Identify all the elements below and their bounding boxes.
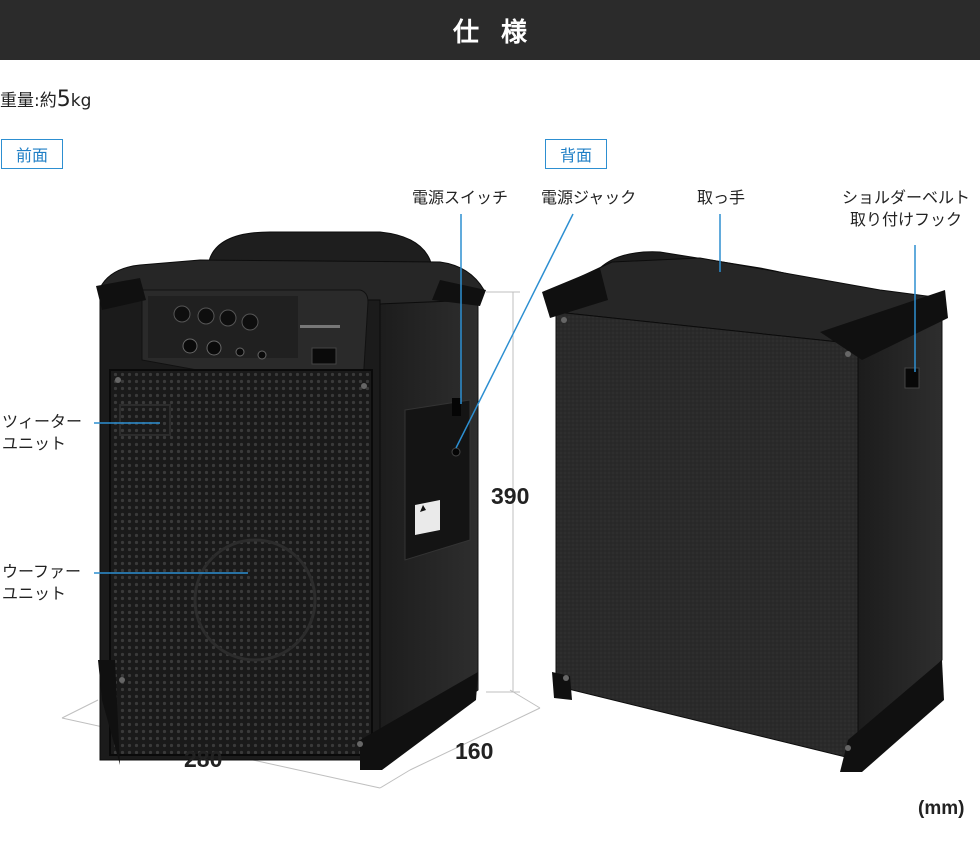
handle-label: 取っ手 — [697, 188, 746, 207]
depth-dimension: 160 — [455, 738, 494, 764]
strap-hook-label-line2: 取り付けフック — [849, 210, 962, 229]
leader-lines — [94, 213, 916, 574]
strap-hook-label-line1: ショルダーベルト — [841, 188, 970, 207]
woofer-label-line2: ユニット — [2, 584, 67, 603]
control-knob — [219, 309, 237, 327]
height-dimension: 390 — [491, 483, 530, 509]
weight-spec: 重量:約5kg — [0, 86, 91, 112]
strap-hook-graphic — [904, 367, 920, 389]
input-jack — [206, 340, 222, 356]
spec-header: 仕様 — [0, 0, 980, 60]
input-jack — [182, 338, 198, 354]
tweeter-label: ツィーター ユニット — [2, 411, 82, 455]
weight-value: 5 — [56, 87, 71, 112]
control-knob — [241, 313, 259, 331]
depth-dimension-line — [409, 707, 541, 771]
back-tag: 背面 — [545, 139, 607, 169]
woofer-label-line1: ウーファー — [2, 562, 82, 581]
power-jack-leader — [455, 213, 574, 449]
dimension-unit: (mm) — [918, 798, 965, 819]
back-speaker — [542, 251, 948, 772]
tweeter-label-line2: ユニット — [2, 434, 67, 453]
power-switch-graphic — [452, 398, 461, 416]
woofer-label: ウーファー ユニット — [2, 561, 81, 605]
display-window — [311, 347, 337, 365]
control-knob — [173, 305, 191, 323]
control-knob — [197, 307, 215, 325]
power-switch-label: 電源スイッチ — [412, 188, 509, 207]
weight-label: 重量:約 — [0, 91, 57, 111]
front-speaker — [96, 231, 486, 770]
weight-unit: kg — [70, 91, 92, 111]
strap-hook-label: ショルダーベルト 取り付けフック — [836, 187, 976, 231]
header-title: 仕様 — [452, 17, 549, 48]
front-tag: 前面 — [1, 139, 63, 169]
tweeter-label-line1: ツィーター — [2, 412, 83, 431]
power-jack-label: 電源ジャック — [541, 188, 637, 207]
width-dimension: 280 — [184, 746, 223, 772]
power-jack-graphic — [451, 447, 461, 457]
front-grille — [109, 369, 373, 756]
